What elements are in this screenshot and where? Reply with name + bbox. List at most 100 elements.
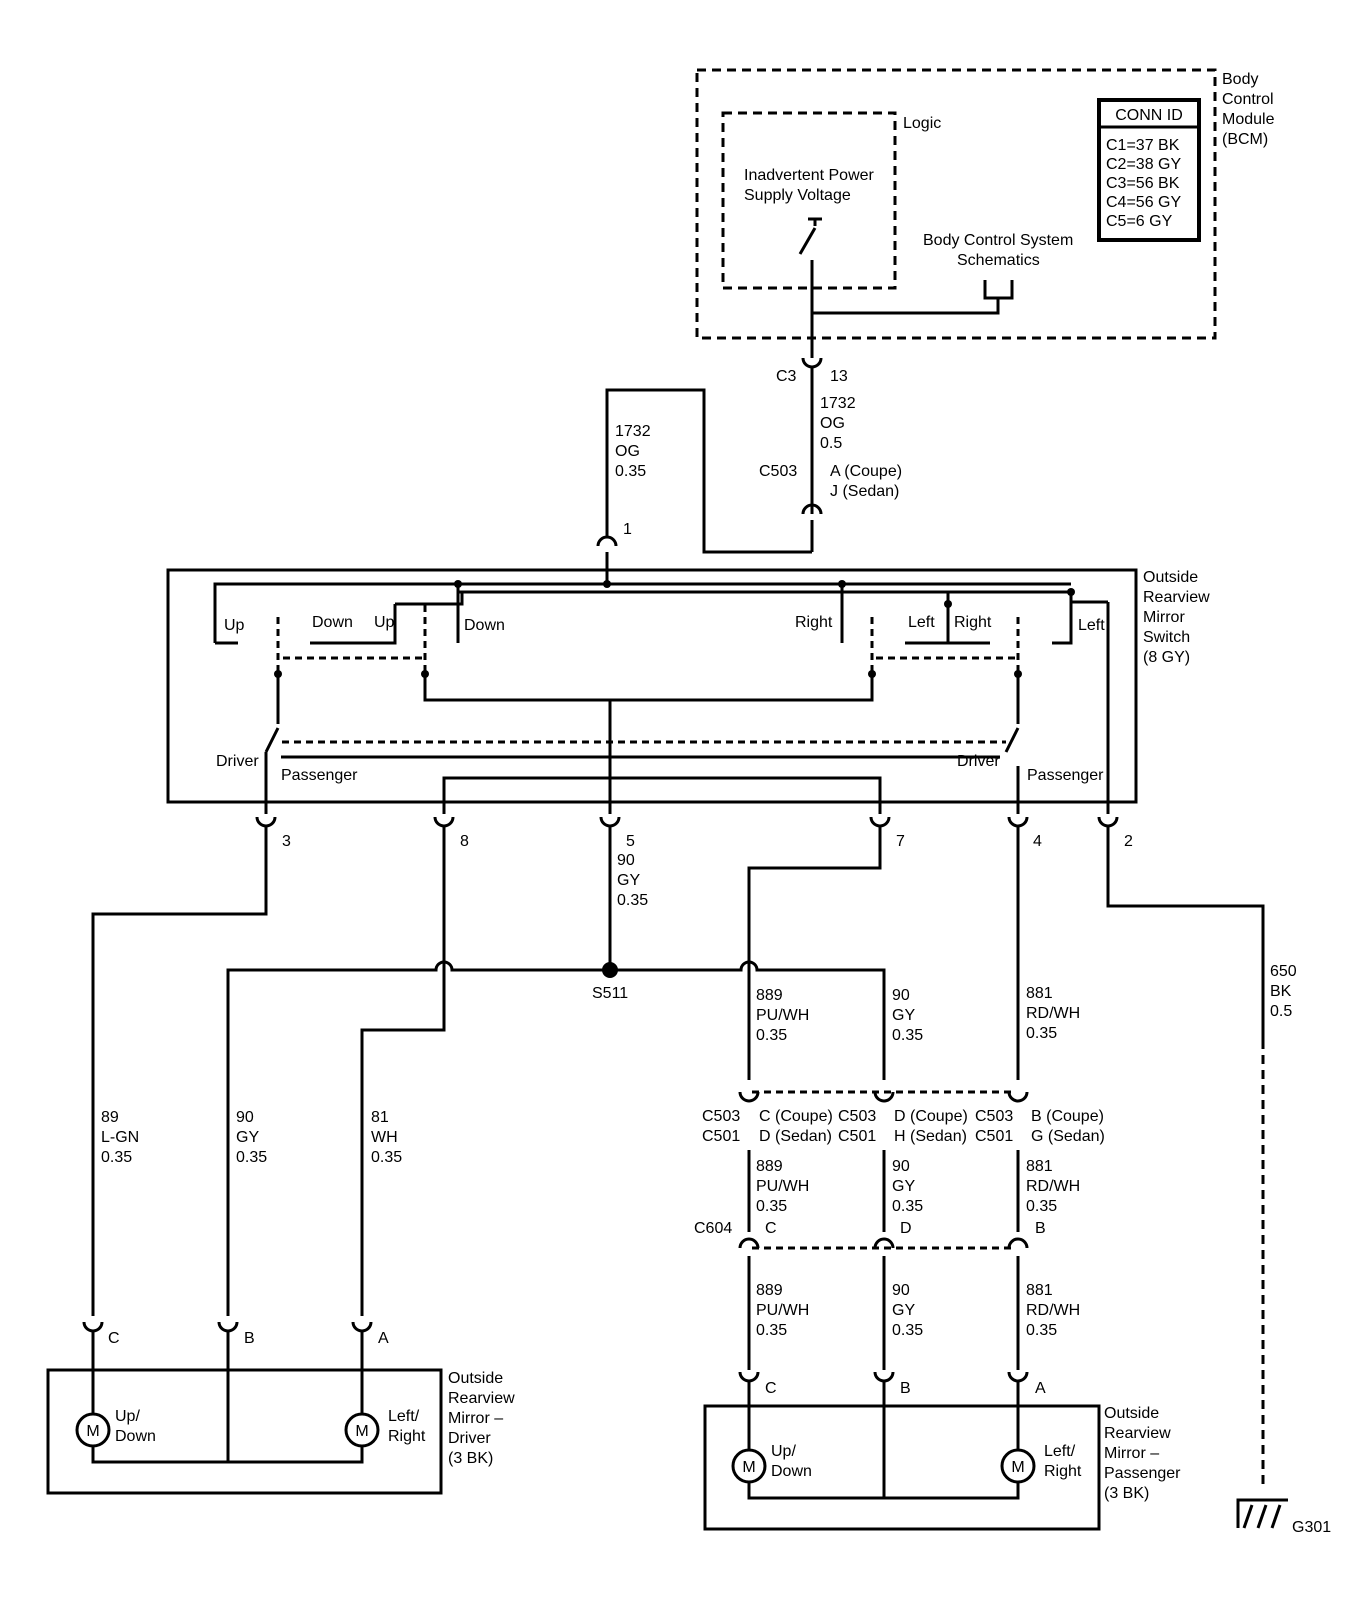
wire-1732b-num: 1732 bbox=[615, 423, 651, 440]
pin5-wire-gauge: 0.35 bbox=[617, 892, 648, 909]
driver-mirror-label-5: (3 BK) bbox=[448, 1450, 493, 1467]
pass-mirror-label-1: Outside bbox=[1104, 1405, 1159, 1422]
c503-pin-c-connector bbox=[738, 1091, 760, 1103]
w881-low-num: 881 bbox=[1026, 1282, 1053, 1299]
w889-color: PU/WH bbox=[756, 1007, 809, 1024]
contact-right-mid-label: Right bbox=[795, 614, 833, 631]
wire-889-puwh bbox=[747, 826, 882, 1080]
wire-1732-og-035 bbox=[605, 388, 812, 554]
pass-mirror-pin-c-connector bbox=[738, 1371, 760, 1383]
logic-switch-blade bbox=[798, 227, 817, 255]
w881-color: RD/WH bbox=[1026, 1005, 1080, 1022]
driver-mirror-pin-c: C bbox=[108, 1330, 120, 1347]
switch-pin-4-connector bbox=[1007, 816, 1029, 828]
wire-81-wh bbox=[360, 826, 446, 1316]
passenger-mirror: M Up/ Down M Left/ Right Outside Rearvie… bbox=[703, 1380, 1181, 1531]
c503-label-b: C503 bbox=[975, 1108, 1013, 1125]
c501-label-d: C501 bbox=[838, 1128, 876, 1145]
pass-leftright-label-2: Right bbox=[1044, 1463, 1082, 1480]
ground-label: G301 bbox=[1292, 1519, 1331, 1536]
switch-label-2: Rearview bbox=[1143, 589, 1210, 606]
pass-leftright-motor-symbol: M bbox=[1011, 1459, 1024, 1476]
contact-down-left-bar bbox=[310, 604, 397, 645]
driver-updown-label-2: Down bbox=[115, 1428, 156, 1445]
pass-mirror-label-3: Mirror – bbox=[1104, 1445, 1159, 1462]
w889-mid-gauge: 0.35 bbox=[756, 1198, 787, 1215]
driver-mirror-box bbox=[46, 1368, 443, 1495]
pass-mirror-label-2: Rearview bbox=[1104, 1425, 1171, 1442]
w881-mid-num: 881 bbox=[1026, 1158, 1053, 1175]
schematics-label-1: Body Control System bbox=[923, 232, 1073, 249]
ground-hatch-1 bbox=[1242, 1504, 1254, 1529]
switch-label-3: Mirror bbox=[1143, 609, 1185, 626]
driver-mirror-label-3: Mirror – bbox=[448, 1410, 503, 1427]
c503-pin-b-connector bbox=[1007, 1091, 1029, 1103]
c604-pin-d: D bbox=[900, 1220, 912, 1237]
c3-label: C3 bbox=[776, 368, 797, 385]
switch-pin-3-connector bbox=[255, 816, 277, 828]
pin-b-coupe: B (Coupe) bbox=[1031, 1108, 1104, 1125]
conn-id-c1: C1=37 BK bbox=[1106, 137, 1180, 154]
w89-num: 89 bbox=[101, 1109, 119, 1126]
inadvertent-label-2: Supply Voltage bbox=[744, 187, 851, 204]
c604-pin-d-connector bbox=[873, 1237, 895, 1249]
pass-mirror-pin-a-connector bbox=[1007, 1371, 1029, 1383]
driver-mirror-label-1: Outside bbox=[448, 1370, 503, 1387]
conn-id-table bbox=[1097, 98, 1201, 242]
bcm-label-3: Module bbox=[1222, 111, 1275, 128]
ground-g301: G301 bbox=[1236, 1498, 1331, 1536]
switch-pin-1-label: 1 bbox=[623, 521, 632, 538]
pass-leftright-label-1: Left/ bbox=[1044, 1443, 1076, 1460]
schematics-bracket bbox=[983, 280, 1014, 300]
switch-pin-5-label: 5 bbox=[626, 833, 635, 850]
w889-num: 889 bbox=[756, 987, 783, 1004]
w90d-num: 90 bbox=[236, 1109, 254, 1126]
bus-node-2 bbox=[603, 580, 611, 588]
driver-label-left: Driver bbox=[216, 753, 259, 770]
w90-color: GY bbox=[892, 1007, 915, 1024]
wire-1732-num: 1732 bbox=[820, 395, 856, 412]
w881-low-gauge: 0.35 bbox=[1026, 1322, 1057, 1339]
contact-left-right-label: Left bbox=[1078, 617, 1105, 634]
w89-gauge: 0.35 bbox=[101, 1149, 132, 1166]
conn-id-c2: C2=38 GY bbox=[1106, 156, 1181, 173]
right-mid-node bbox=[868, 670, 876, 678]
w81-num: 81 bbox=[371, 1109, 389, 1126]
w889-low-color: PU/WH bbox=[756, 1302, 809, 1319]
bus-node-5 bbox=[1067, 588, 1075, 596]
c604-pin-b-connector bbox=[1007, 1237, 1029, 1249]
bcm-label-2: Control bbox=[1222, 91, 1274, 108]
driver-leftright-motor-icon bbox=[344, 1412, 380, 1448]
c503-pin-coupe: A (Coupe) bbox=[830, 463, 902, 480]
w90-low-gauge: 0.35 bbox=[892, 1322, 923, 1339]
driver-leftright-label-1: Left/ bbox=[388, 1408, 420, 1425]
switch-pin-2-connector bbox=[1097, 816, 1119, 828]
bus-drop-down bbox=[395, 592, 464, 606]
switch-pin-5-connector bbox=[599, 816, 621, 828]
wire-1732-color: OG bbox=[820, 415, 845, 432]
w889-mid-color: PU/WH bbox=[756, 1178, 809, 1195]
contact-right-right-label: Right bbox=[954, 614, 992, 631]
splice-bus-90-gy bbox=[226, 960, 886, 1316]
c604-pin-c-connector bbox=[738, 1237, 760, 1249]
bcm-boundary bbox=[695, 68, 1217, 340]
pass-mirror-pin-b: B bbox=[900, 1380, 911, 1397]
w90-mid-num: 90 bbox=[892, 1158, 910, 1175]
pass-mirror-pin-a: A bbox=[1035, 1380, 1046, 1397]
driver-select-left-blade bbox=[264, 727, 280, 753]
driver-mirror-pin-a: A bbox=[378, 1330, 389, 1347]
driver-select-right-blade bbox=[1004, 727, 1020, 753]
contact-down-left-label: Down bbox=[312, 614, 353, 631]
common-crossbar bbox=[423, 674, 874, 702]
contact-down-mid-label: Down bbox=[464, 617, 505, 634]
w81-color: WH bbox=[371, 1129, 398, 1146]
w889-low-num: 889 bbox=[756, 1282, 783, 1299]
pass-mirror-pin-c: C bbox=[765, 1380, 777, 1397]
switch-pin-2-label: 2 bbox=[1124, 833, 1133, 850]
c503-label-top: C503 bbox=[759, 463, 797, 480]
logic-block bbox=[721, 111, 897, 290]
bus-node-1 bbox=[454, 580, 462, 588]
contact-up-left-label: Up bbox=[224, 617, 245, 634]
wire-1732-gauge: 0.5 bbox=[820, 435, 842, 452]
switch-pin-1-connector bbox=[596, 535, 618, 547]
